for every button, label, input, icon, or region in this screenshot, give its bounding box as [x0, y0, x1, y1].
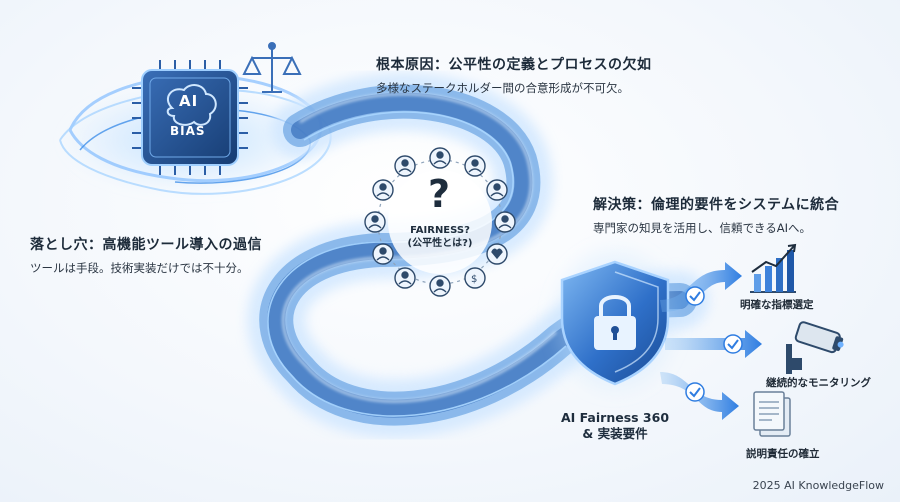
coin-hand-icon: $	[464, 267, 486, 289]
security-camera-icon	[786, 321, 844, 374]
check-icons	[685, 286, 743, 402]
question-mark: ?	[428, 172, 451, 216]
stakeholder-icon-8	[394, 267, 416, 289]
arrow-to-metrics	[660, 262, 742, 312]
check-icon-2	[723, 334, 743, 354]
pitfall-heading: 落とし穴：高機能ツール導入の過信	[30, 237, 262, 253]
solution-block: 解決策：倫理的要件をシステムに統合 専門家の知見を活用し、信頼できるAIへ。	[593, 194, 839, 236]
root-cause-heading: 根本原因：公平性の定義とプロセスの欠如	[376, 57, 652, 73]
pitfall-block: 落とし穴：高機能ツール導入の過信 ツールは手段。技術実装だけでは不十分。	[30, 234, 262, 276]
stakeholder-icon-4	[494, 211, 516, 233]
shield-label-line2: & 実装要件	[582, 426, 648, 441]
stakeholder-icon-11	[372, 179, 394, 201]
rising-chart-icon	[750, 243, 797, 293]
stakeholder-icon-7	[429, 275, 451, 297]
outcome-label-accountability: 説明責任の確立	[746, 448, 820, 460]
solution-body: 専門家の知見を活用し、信頼できるAIへ。	[593, 221, 812, 235]
stakeholder-icon-10	[364, 211, 386, 233]
heart-icon	[486, 243, 508, 265]
stakeholder-icon-1	[429, 147, 451, 169]
shield-label-line1: AI Fairness 360	[560, 410, 670, 425]
document-icon	[753, 391, 791, 437]
shield-lock-icon	[545, 240, 685, 400]
chip-bias-label: BIAS	[170, 124, 206, 138]
fairness-label: FAIRNESS? (公平性とは?)	[395, 224, 485, 250]
footer-credit: 2025 AI KnowledgeFlow	[752, 479, 884, 492]
arrow-to-monitoring	[665, 330, 762, 358]
pitfall-body: ツールは手段。技術実装だけでは不十分。	[30, 261, 249, 275]
check-icon-1	[685, 286, 705, 306]
solution-heading: 解決策：倫理的要件をシステムに統合	[593, 197, 840, 213]
balance-scale-icon	[242, 42, 302, 93]
check-icon-3	[685, 382, 705, 402]
stakeholder-icon-3	[486, 179, 508, 201]
stakeholder-icon-9	[372, 243, 394, 265]
shield-label: AI Fairness 360 & 実装要件	[540, 410, 690, 442]
stakeholder-icon-12	[394, 155, 416, 177]
svg-text:$: $	[471, 274, 477, 285]
fairness-title: FAIRNESS?	[410, 225, 470, 236]
stakeholder-icon-2	[464, 155, 486, 177]
root-cause-body: 多様なステークホルダー間の合意形成が不可欠。	[376, 81, 629, 95]
root-cause-block: 根本原因：公平性の定義とプロセスの欠如 多様なステークホルダー間の合意形成が不可…	[376, 54, 652, 96]
fairness-subtitle: (公平性とは?)	[407, 238, 473, 249]
outcome-label-metrics: 明確な指標選定	[740, 299, 814, 311]
stakeholder-icons: $	[364, 147, 516, 297]
chip-ai-label: AI	[179, 92, 199, 110]
ai-chip-icon	[132, 60, 248, 175]
outcome-label-monitoring: 継続的なモニタリング	[766, 377, 871, 389]
